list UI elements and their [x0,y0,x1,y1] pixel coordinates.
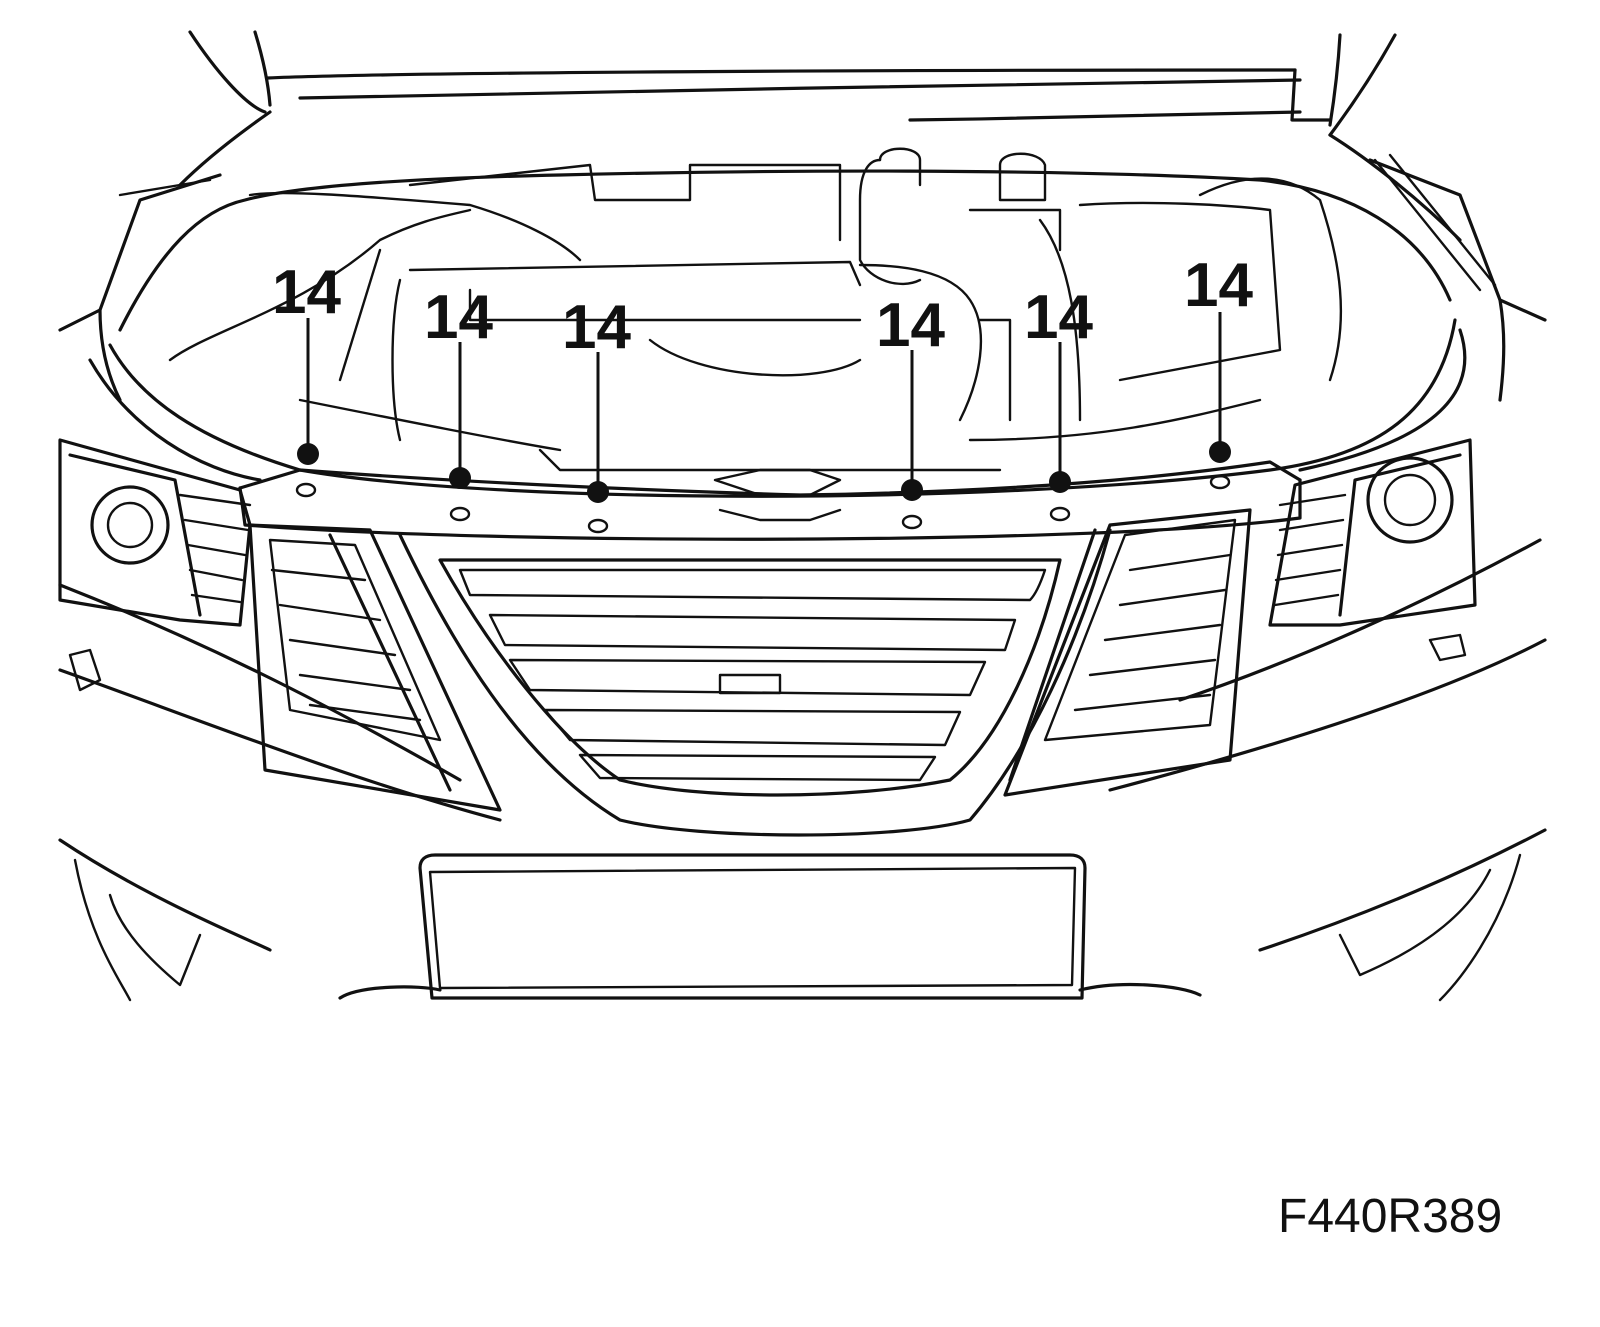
left-side-grille [248,523,502,812]
fastener-dot-4 [901,479,923,501]
clip-6 [1209,474,1231,490]
front-panel [238,460,1302,541]
engine-bay-outline [88,169,1467,498]
clip-2 [449,506,471,522]
fastener-dot-2 [449,467,471,489]
callout-label-6: 14 [1184,251,1253,320]
clip-4 [901,514,923,530]
callout-label-1: 14 [272,258,341,327]
left-headlight [58,438,252,627]
front-bumper [58,538,1547,1002]
callout-leaders [295,312,1231,534]
fastener-dot-3 [587,481,609,503]
clip-5 [1049,506,1071,522]
fastener-dot-6 [1209,441,1231,463]
callout-label-4: 14 [876,291,945,360]
callout-label-5: 14 [1024,283,1093,352]
callout-label-2: 14 [424,283,493,352]
open-hood [178,30,1462,242]
callout-label-3: 14 [562,293,631,362]
figure-code: F440R389 [1278,1190,1503,1243]
fastener-dot-1 [297,443,319,465]
main-grille [398,528,1112,837]
clip-3 [587,518,609,534]
fenders [58,153,1547,402]
license-plate [418,853,1087,1000]
right-headlight [1268,438,1477,627]
clip-1 [295,482,317,498]
right-side-grille [1003,508,1252,797]
engine-components [168,147,1343,472]
fastener-dot-5 [1049,471,1071,493]
